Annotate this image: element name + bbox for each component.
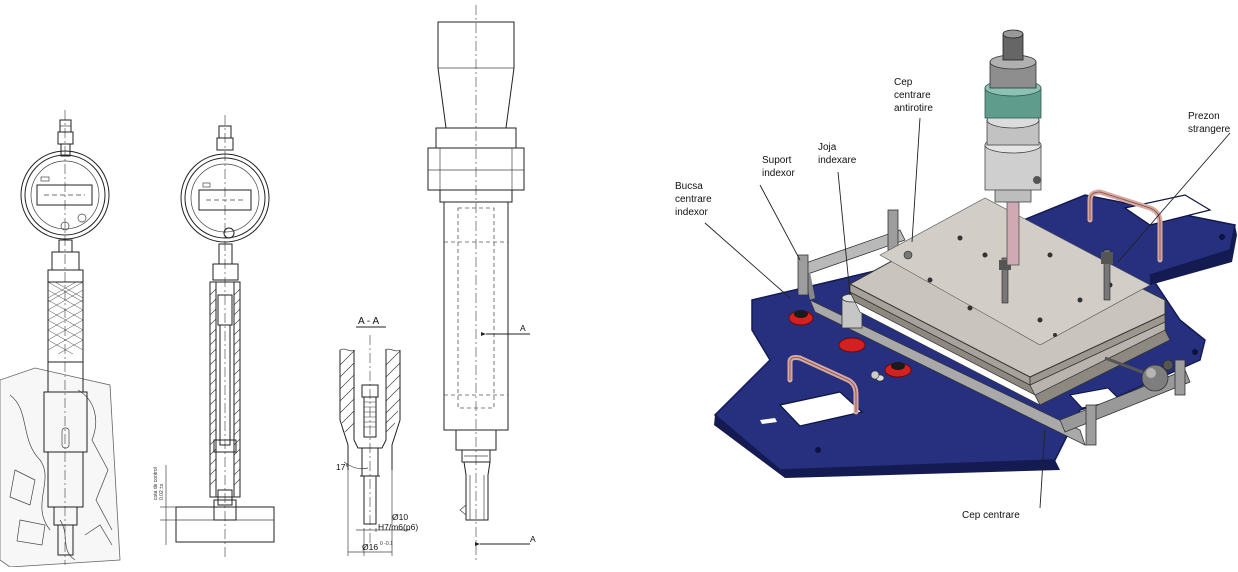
section-hatching [209,288,241,486]
label-bucsa-centrare-indexor: Bucsa centrare indexor [675,181,714,218]
fixture-3d-assembly: Bucsa centrare indexor Suport indexor Jo… [675,29,1237,521]
section-title: A - A [358,316,379,327]
label-cep-centrare: Cep centrare [962,510,1020,521]
background-part-sketch [0,367,121,568]
section-a-hatching [339,350,401,433]
label-suport-indexor: Suport indexor [762,155,795,179]
angle-dimension: 17° [336,462,349,472]
clamp-knob [1104,356,1169,392]
section-a-a-detail: A - A 17° Ø10 H7/m6(p6) [336,316,418,556]
fit-tolerance-dimension: H7/m6(p6) [378,522,418,532]
red-bushings [788,310,912,382]
tool-side-view: A A [427,5,536,560]
outer-diameter-dimension: Ø16 [362,542,378,552]
mounted-dial-gauge [984,29,1042,266]
control-dimension-label: cota de control [153,467,159,500]
label-cep-centrare-antirotire: Cep centrare antirotire [894,77,933,114]
bore-diameter-dimension: Ø10 [392,512,408,522]
dial-gauge-section-view: cota de control 0.02 ±x [153,115,275,560]
knurl-pattern [47,281,84,355]
handles [787,189,1163,415]
label-joja-indexare: Joja indexare [818,142,857,166]
control-dimension-value: 0.02 ±x [159,483,165,500]
leader-lines [704,117,1231,509]
dial-gauge-front-view [0,110,121,568]
outer-diameter-tolerance: 0 -0.1 [380,541,393,547]
section-mark-lower: A [530,534,536,544]
threaded-pins [903,249,1113,304]
label-prezon-strangere: Prezon strangere [1188,111,1231,135]
fixture-labels: Bucsa centrare indexor Suport indexor Jo… [675,77,1231,521]
section-mark-upper: A [520,323,526,333]
